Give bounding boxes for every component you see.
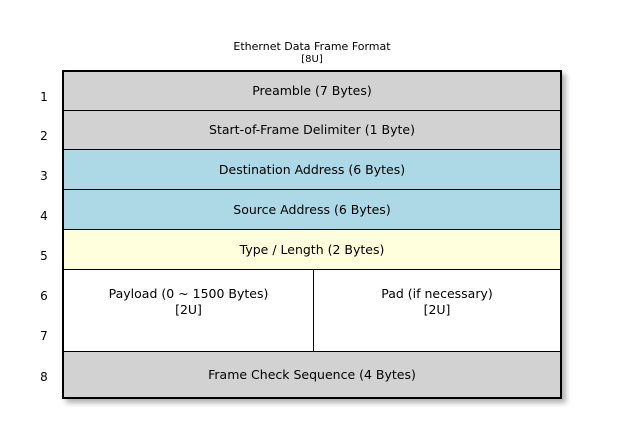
frame-table: Preamble (7 Bytes) Start-of-Frame Delimi… <box>62 70 562 399</box>
frame-field-source-address-label: Source Address (6 Bytes) <box>233 201 391 217</box>
row-number-gutter: 1 2 3 4 5 6 7 8 <box>30 70 58 399</box>
row-number-2: 2 <box>40 129 48 143</box>
frame-field-pad-label: Pad (if necessary) <box>381 286 493 301</box>
frame-field-destination-address-label: Destination Address (6 Bytes) <box>218 161 406 177</box>
frame-field-preamble-label: Preamble (7 Bytes) <box>252 83 372 98</box>
row-number-4: 4 <box>40 209 48 223</box>
frame-field-start-of-frame-delimiter: Start-of-Frame Delimiter (1 Byte) <box>64 111 560 150</box>
frame-field-frame-check-sequence: Frame Check Sequence (4 Bytes) <box>64 352 560 397</box>
frame-field-start-of-frame-delimiter-label: Start-of-Frame Delimiter (1 Byte) <box>209 122 415 137</box>
row-number-5: 5 <box>40 249 48 263</box>
frame-field-source-address: Source Address (6 Bytes) <box>64 190 560 230</box>
page-title: Ethernet Data Frame Format <box>233 40 391 53</box>
row-number-8: 8 <box>40 370 48 384</box>
row-number-3: 3 <box>40 169 48 183</box>
row-number-1: 1 <box>40 90 48 104</box>
frame-field-preamble: Preamble (7 Bytes) <box>64 72 560 111</box>
frame-field-pad-sublabel: [2U] <box>423 302 451 317</box>
frame-field-payload: Payload (0 ~ 1500 Bytes) [2U] <box>64 270 314 351</box>
page-title-subscript: [8U] <box>301 54 323 65</box>
frame-field-destination-address: Destination Address (6 Bytes) <box>64 150 560 190</box>
frame-field-payload-sublabel: [2U] <box>175 302 202 317</box>
frame-field-frame-check-sequence-label: Frame Check Sequence (4 Bytes) <box>208 366 416 382</box>
row-number-6: 6 <box>40 289 48 303</box>
frame-field-payload-row: Payload (0 ~ 1500 Bytes) [2U] Pad (if ne… <box>64 270 560 352</box>
frame-field-payload-label: Payload (0 ~ 1500 Bytes) <box>108 286 269 301</box>
row-number-7: 7 <box>40 329 48 343</box>
frame-field-pad: Pad (if necessary) [2U] <box>314 270 560 351</box>
diagram-title: Ethernet Data Frame Format [8U] <box>62 40 562 66</box>
frame-field-type-length-label: Type / Length (2 Bytes) <box>239 241 385 257</box>
frame-field-type-length: Type / Length (2 Bytes) <box>64 230 560 270</box>
